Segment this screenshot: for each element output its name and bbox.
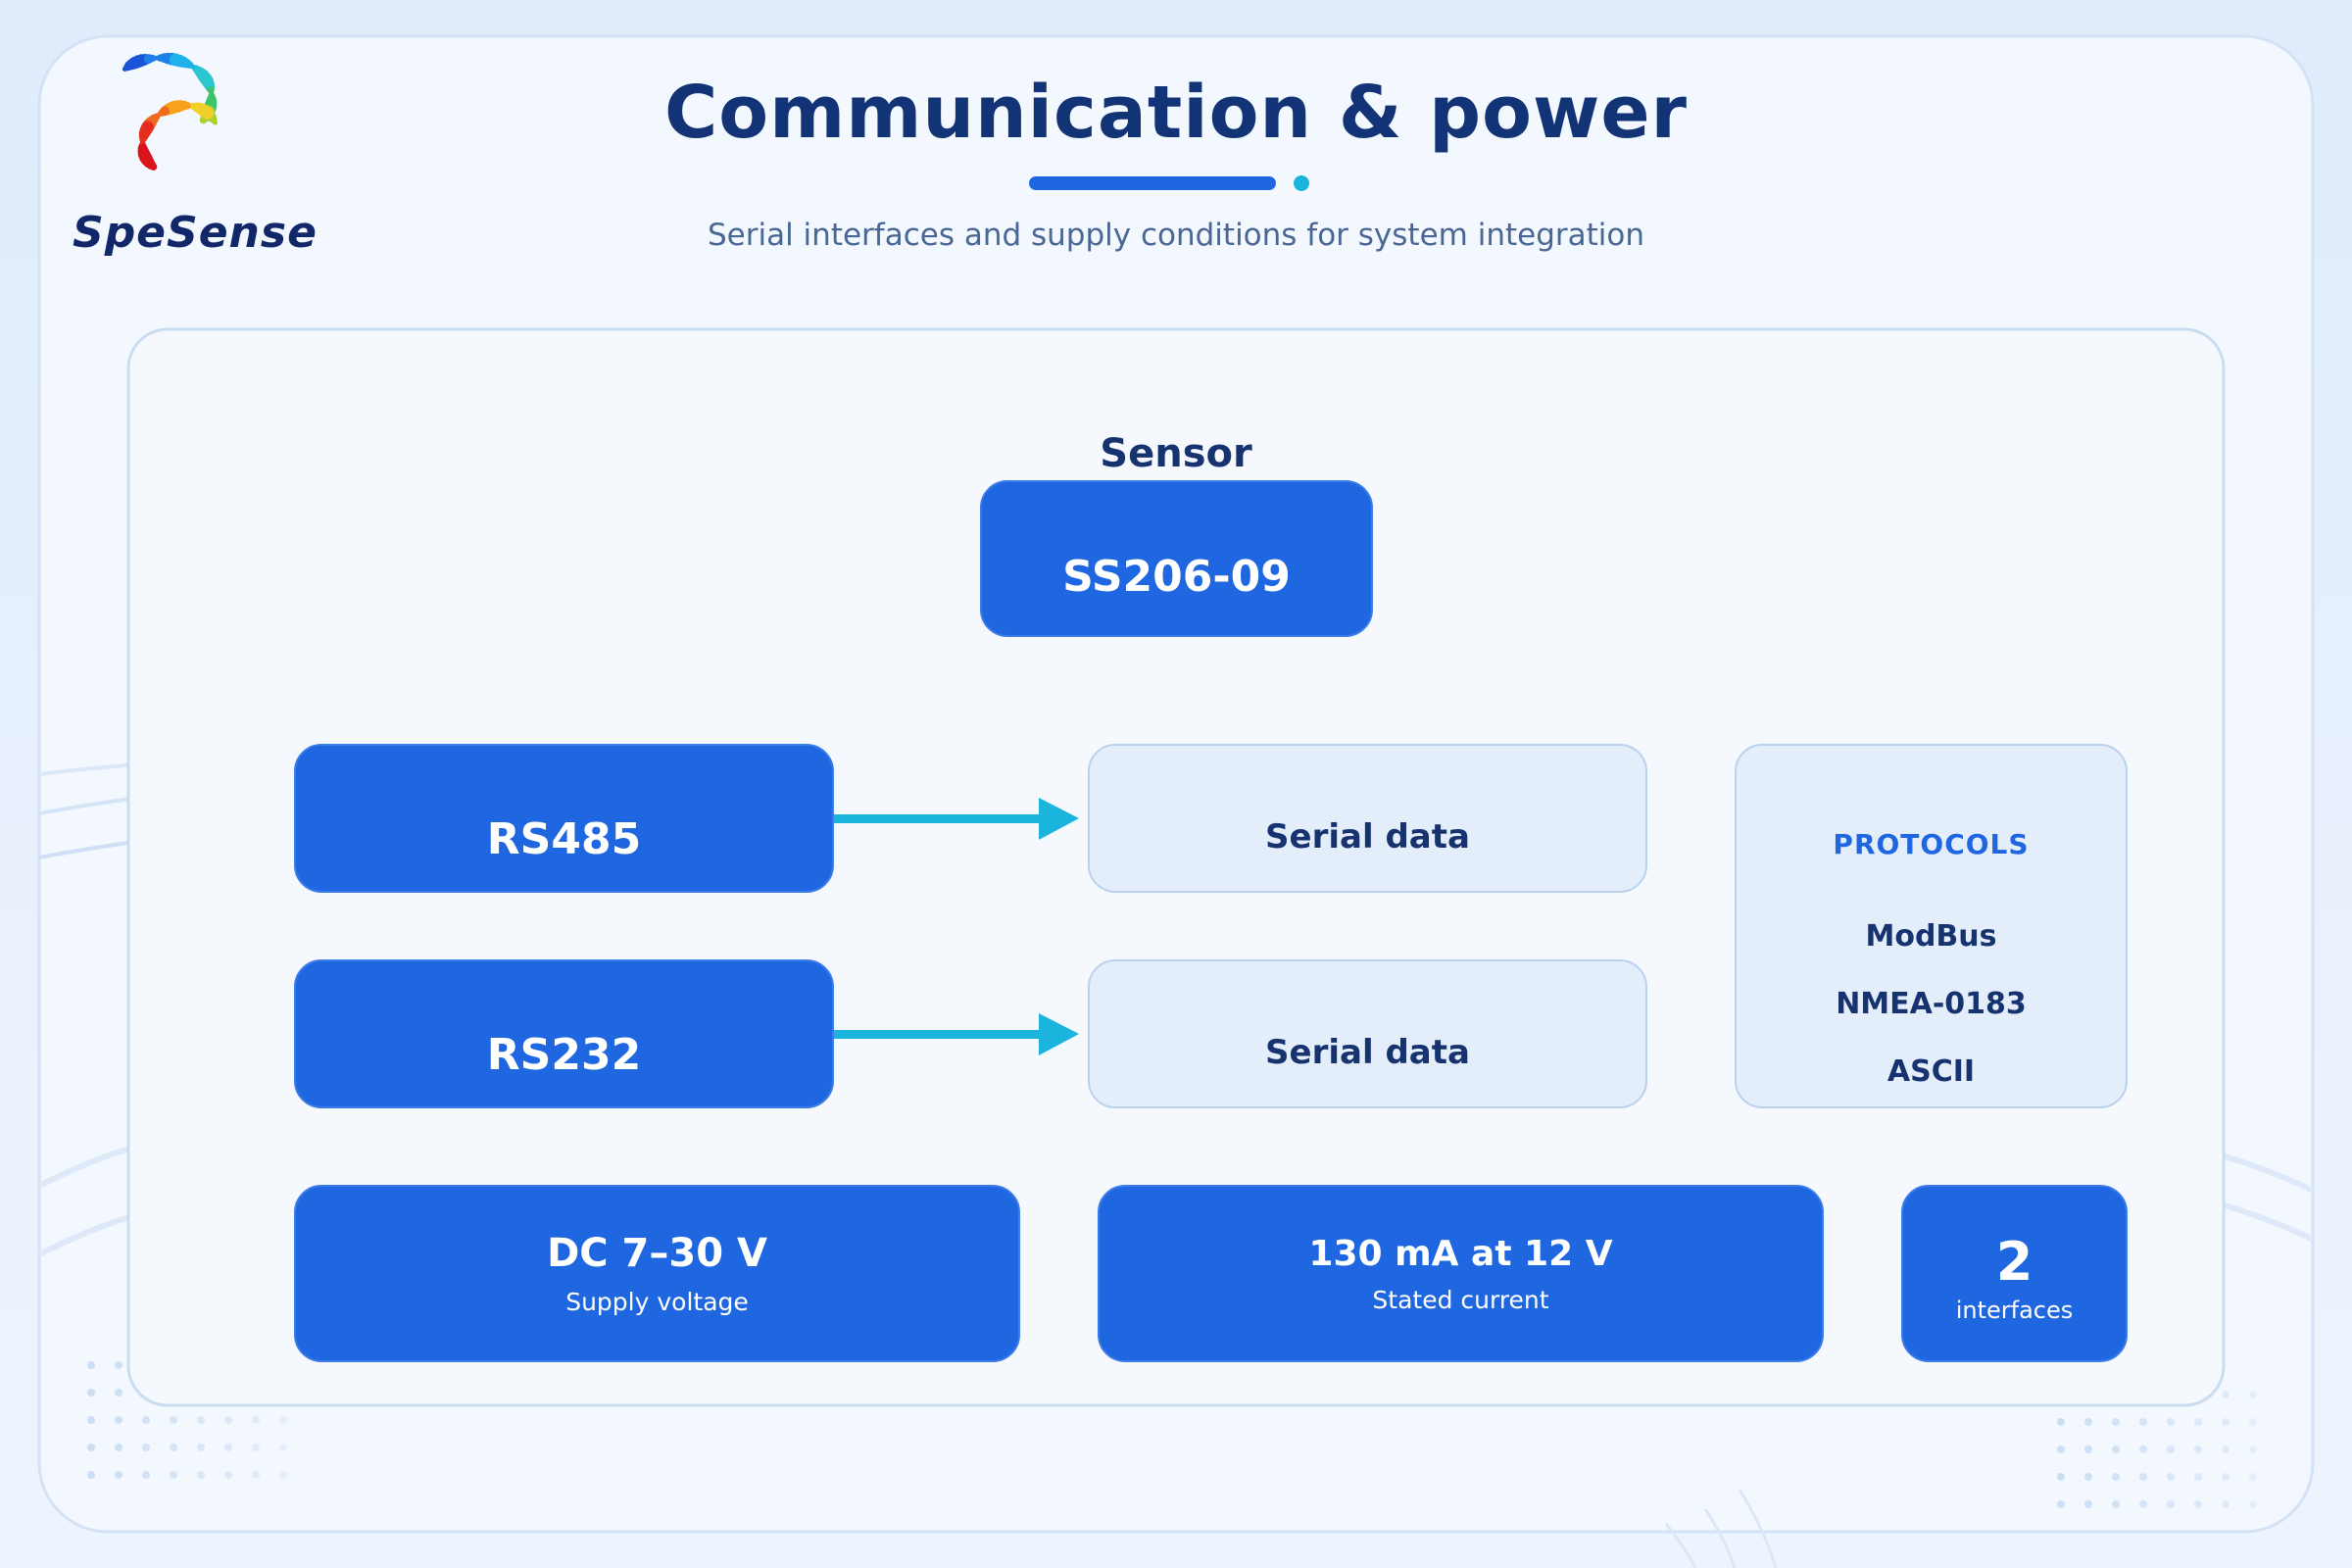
protocol-item: ModBus [1865,919,1997,954]
brand-logo-icon [122,52,219,171]
serial-data-box-rs485: Serial data [1088,744,1647,893]
page-title: Communication & power [663,71,1689,155]
serial-data-label: Serial data [1265,817,1470,857]
spec-label: interfaces [1955,1297,2074,1324]
sensor-model: SS206-09 [1062,551,1291,602]
interface-box-rs485: RS485 [294,744,834,893]
spec-card-voltage: DC 7–30 V Supply voltage [294,1185,1020,1362]
interface-box-rs232: RS232 [294,959,834,1108]
page-subtitle: Serial interfaces and supply conditions … [707,218,1644,253]
interface-label: RS485 [486,813,642,864]
spec-card-current: 130 mA at 12 V Stated current [1098,1185,1824,1362]
protocols-heading: PROTOCOLS [1833,828,2030,860]
logo-dot [149,163,158,171]
protocol-item: NMEA-0183 [1836,987,2027,1021]
arrow-rs485 [833,798,1079,840]
spec-label: Supply voltage [565,1288,749,1316]
spec-value: DC 7–30 V [547,1231,767,1276]
brand-name: SpeSense [73,208,318,258]
protocols-box: PROTOCOLS ModBus NMEA-0183 ASCII [1735,744,2128,1108]
arrow-rs232 [833,1013,1079,1055]
spec-label: Stated current [1372,1285,1549,1314]
protocol-item: ASCII [1886,1054,1976,1089]
sensor-caption: Sensor [1100,431,1252,476]
logo-dot [148,54,157,63]
sensor-model-box: SS206-09 [980,480,1373,637]
interface-label: RS232 [486,1029,642,1080]
serial-data-label: Serial data [1265,1033,1470,1072]
spec-value: 130 mA at 12 V [1308,1233,1613,1274]
serial-data-box-rs232: Serial data [1088,959,1647,1108]
spec-card-interfaces: 2 interfaces [1901,1185,2128,1362]
spec-value: 2 [1995,1231,2034,1293]
